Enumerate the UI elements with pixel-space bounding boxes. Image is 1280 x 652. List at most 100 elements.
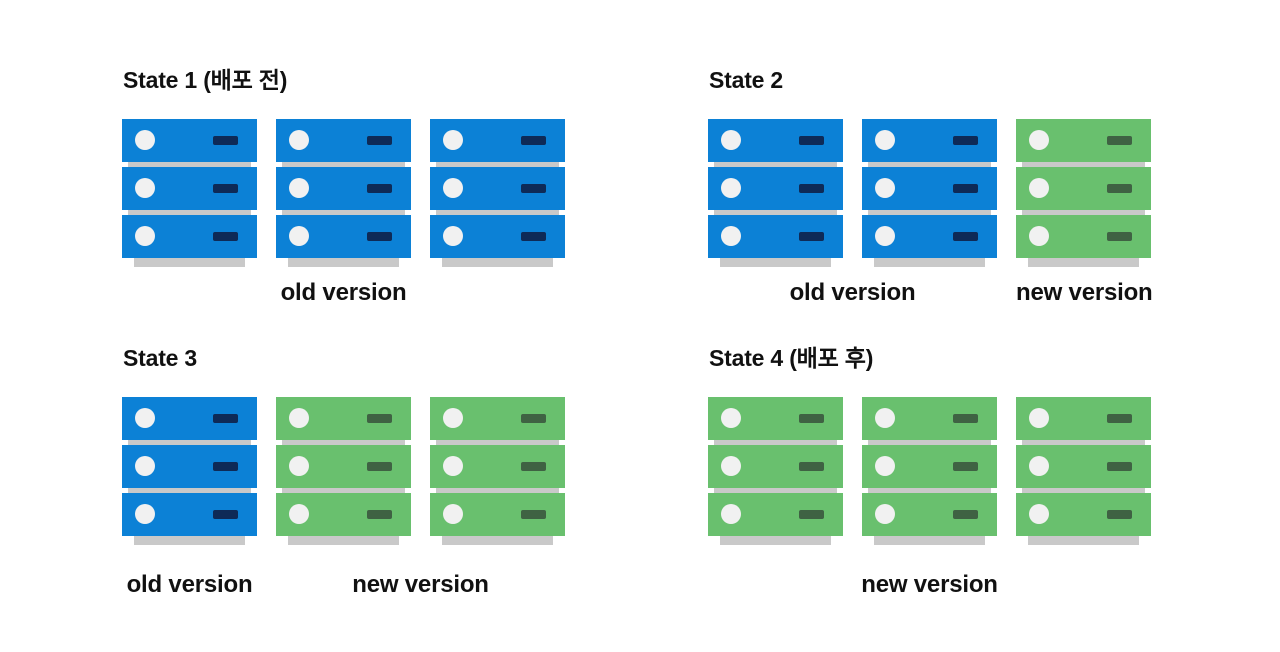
server-new-version-icon: [1016, 493, 1151, 536]
stack-shadow: [436, 440, 559, 445]
vent-slot-icon: [799, 184, 824, 193]
stack-shadow: [282, 210, 405, 215]
server-new-version-icon: [862, 493, 997, 536]
server-new-version-icon: [430, 445, 565, 488]
server-stack-new-version: [430, 397, 565, 545]
server-new-version-icon: [1016, 445, 1151, 488]
state-title: State 2: [709, 67, 784, 93]
server-old-version-icon: [708, 215, 843, 258]
vent-slot-icon: [799, 462, 824, 471]
stack-shadow: [134, 258, 245, 267]
led-circle-icon: [135, 178, 155, 198]
server-old-version-icon: [276, 215, 411, 258]
state-title: State 4 (배포 후): [709, 345, 874, 371]
stack-shadow: [874, 536, 985, 545]
led-circle-icon: [135, 504, 155, 524]
led-circle-icon: [721, 130, 741, 150]
server-new-version-icon: [276, 445, 411, 488]
led-circle-icon: [289, 408, 309, 428]
server-new-version-icon: [1016, 119, 1151, 162]
vent-slot-icon: [1107, 136, 1132, 145]
stack-shadow: [714, 210, 837, 215]
stack-shadow: [128, 440, 251, 445]
led-circle-icon: [289, 504, 309, 524]
vent-slot-icon: [521, 184, 546, 193]
stack-shadow: [868, 162, 991, 167]
led-circle-icon: [1029, 408, 1049, 428]
vent-slot-icon: [521, 136, 546, 145]
vent-slot-icon: [953, 414, 978, 423]
stack-shadow: [1022, 162, 1145, 167]
server-old-version-icon: [708, 167, 843, 210]
led-circle-icon: [1029, 226, 1049, 246]
vent-slot-icon: [521, 232, 546, 241]
stack-shadow: [868, 440, 991, 445]
server-old-version-icon: [122, 397, 257, 440]
led-circle-icon: [875, 178, 895, 198]
stack-shadow: [714, 488, 837, 493]
stack-shadow: [282, 162, 405, 167]
vent-slot-icon: [213, 232, 238, 241]
led-circle-icon: [443, 408, 463, 428]
led-circle-icon: [1029, 456, 1049, 476]
stack-shadow: [874, 258, 985, 267]
server-new-version-icon: [430, 397, 565, 440]
server-old-version-icon: [122, 215, 257, 258]
state-panel-1: State 1 (배포 전)old version: [122, 66, 565, 311]
led-circle-icon: [721, 226, 741, 246]
led-circle-icon: [1029, 130, 1049, 150]
server-old-version-icon: [862, 167, 997, 210]
stack-shadow: [714, 440, 837, 445]
server-new-version-icon: [276, 493, 411, 536]
stack-shadow: [128, 210, 251, 215]
vent-slot-icon: [953, 462, 978, 471]
led-circle-icon: [875, 226, 895, 246]
vent-slot-icon: [953, 510, 978, 519]
version-label: old version: [280, 279, 407, 306]
vent-slot-icon: [953, 184, 978, 193]
stack-shadow: [128, 488, 251, 493]
server-stack-new-version: [1016, 119, 1151, 267]
server-stack-row: [122, 119, 565, 267]
led-circle-icon: [289, 178, 309, 198]
led-circle-icon: [1029, 178, 1049, 198]
vent-slot-icon: [213, 414, 238, 423]
led-circle-icon: [289, 456, 309, 476]
led-circle-icon: [443, 178, 463, 198]
server-stack-row: [708, 119, 1151, 267]
stack-shadow: [1028, 536, 1139, 545]
stack-shadow: [868, 488, 991, 493]
vent-slot-icon: [213, 136, 238, 145]
vent-slot-icon: [1107, 414, 1132, 423]
server-old-version-icon: [122, 445, 257, 488]
vent-slot-icon: [521, 414, 546, 423]
stack-shadow: [288, 258, 399, 267]
vent-slot-icon: [367, 414, 392, 423]
led-circle-icon: [135, 226, 155, 246]
server-new-version-icon: [1016, 397, 1151, 440]
state-title: State 3: [123, 345, 198, 371]
vent-slot-icon: [367, 136, 392, 145]
server-old-version-icon: [122, 493, 257, 536]
led-circle-icon: [135, 130, 155, 150]
version-label: old version: [126, 571, 253, 598]
server-stack-row: [708, 397, 1151, 545]
version-label: new version: [861, 571, 998, 598]
vent-slot-icon: [1107, 232, 1132, 241]
server-new-version-icon: [708, 493, 843, 536]
server-old-version-icon: [862, 119, 997, 162]
stack-shadow: [128, 162, 251, 167]
server-new-version-icon: [276, 397, 411, 440]
led-circle-icon: [721, 178, 741, 198]
led-circle-icon: [443, 130, 463, 150]
led-circle-icon: [443, 226, 463, 246]
server-old-version-icon: [430, 167, 565, 210]
version-label-row: new version: [708, 571, 1151, 603]
vent-slot-icon: [521, 510, 546, 519]
vent-slot-icon: [213, 184, 238, 193]
vent-slot-icon: [799, 510, 824, 519]
